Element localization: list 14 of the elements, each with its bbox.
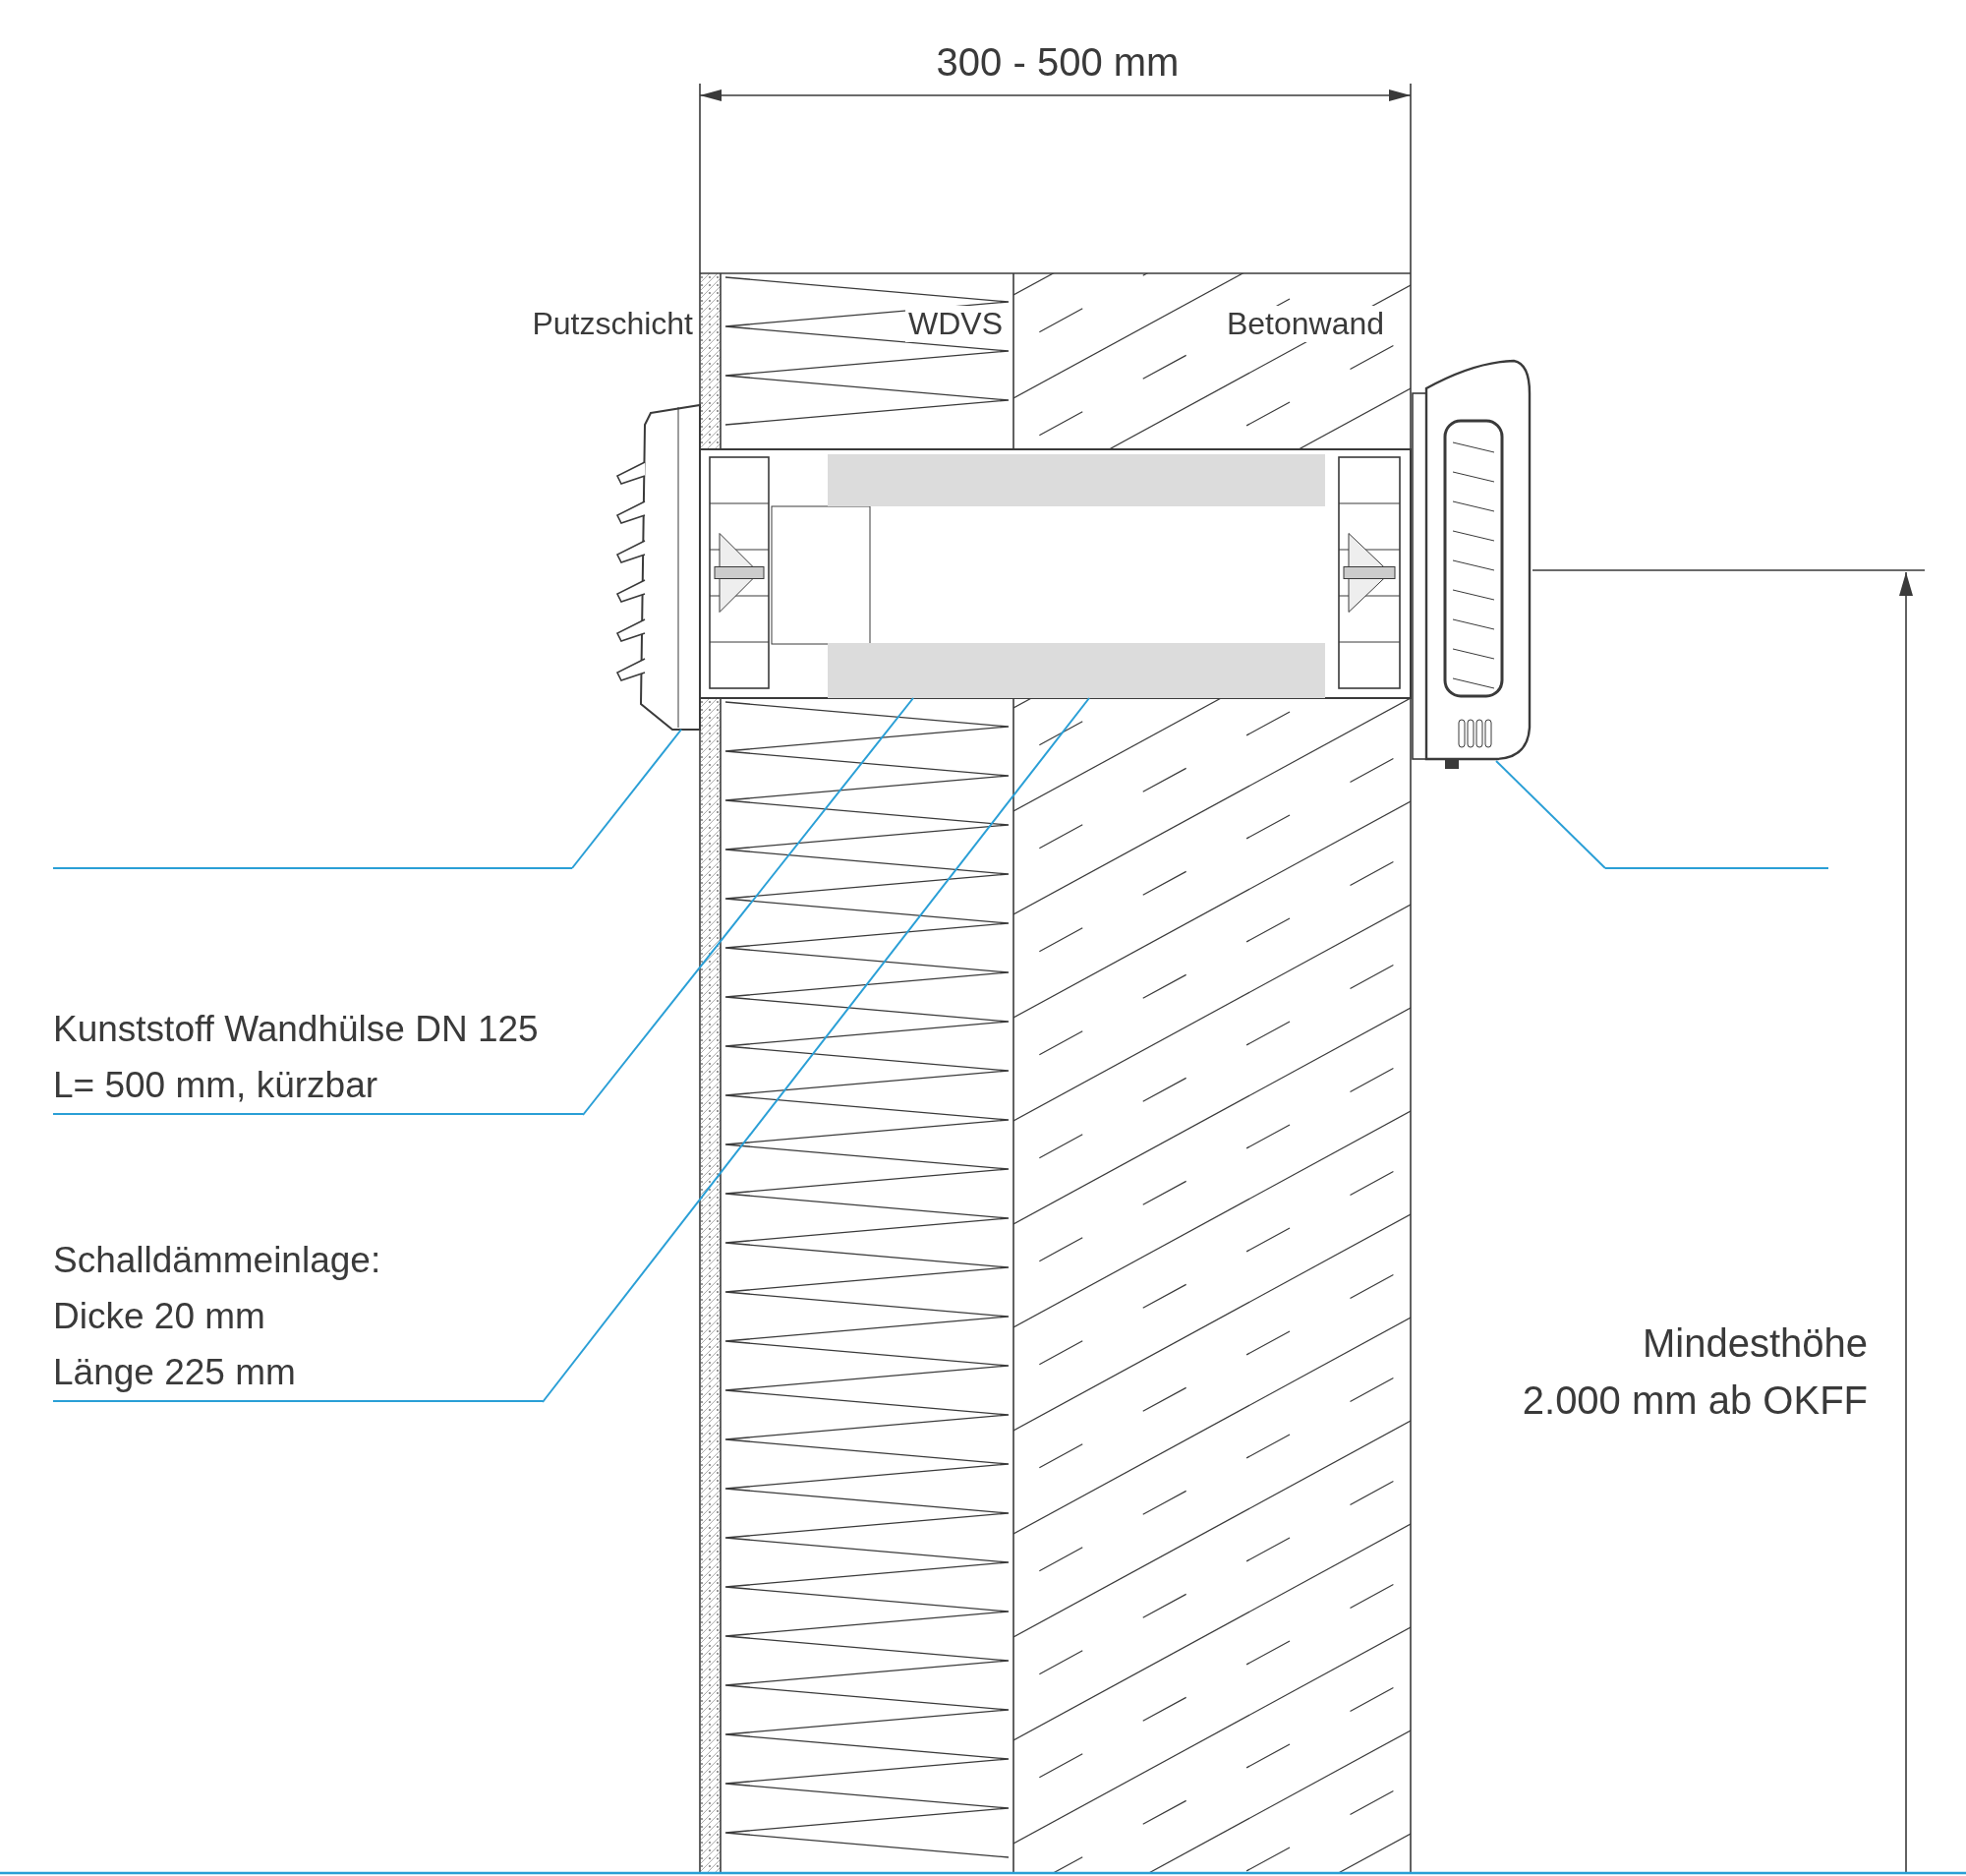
underline — [53, 867, 572, 869]
callout-text: L= 500 mm, kürzbar — [53, 1064, 379, 1107]
callout-text: Dicke 20 mm — [53, 1295, 266, 1338]
callout-text: Länge 225 mm — [53, 1351, 297, 1394]
callout-text: Schalldämmeinlage: — [53, 1239, 382, 1282]
leader-line — [571, 729, 682, 869]
leader-line — [1495, 760, 1606, 869]
indoor-unit-drawing — [1412, 359, 1532, 769]
underline — [1605, 867, 1828, 869]
callout-text: Kunststoff Wandhülse DN 125 — [53, 1008, 540, 1051]
leader-line — [542, 697, 1090, 1403]
outer-grille-drawing — [615, 403, 701, 731]
leader-line — [582, 697, 914, 1116]
insulation-insert — [828, 454, 1325, 698]
